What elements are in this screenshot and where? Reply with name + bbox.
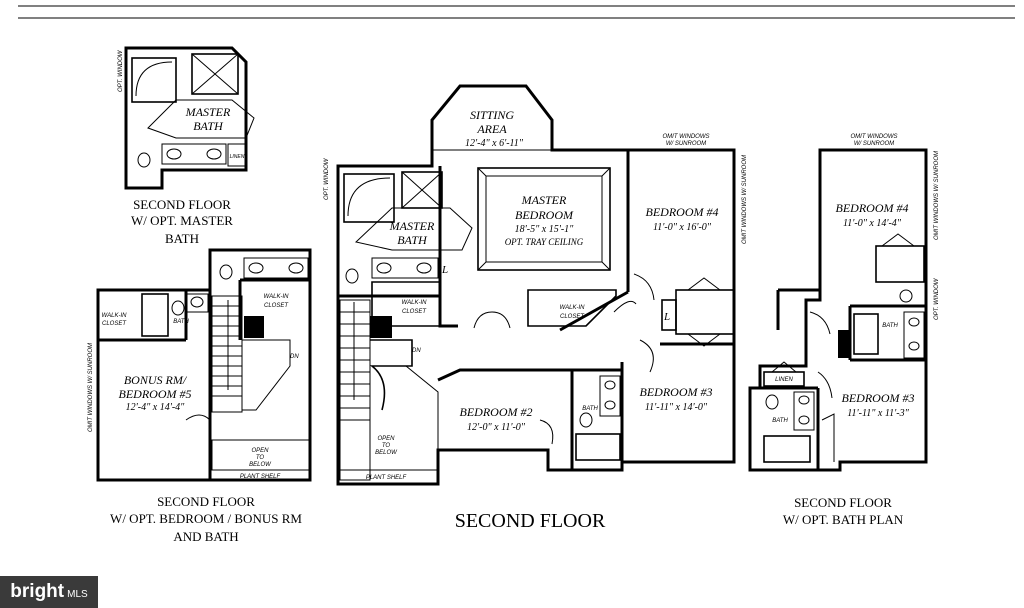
tray-ceiling-note: OPT. TRAY CEILING [505, 237, 584, 247]
walkin-closet-note: WALK-IN [102, 313, 128, 319]
bedroom-2-dims: 12'-0" x 11'-0" [467, 422, 526, 433]
walkin-closet-note: CLOSET [264, 303, 289, 309]
bonus-room-label: BEDROOM #5 [119, 387, 192, 401]
bath-note: BATH [173, 319, 189, 325]
sitting-area-label: SITTING [470, 108, 514, 122]
walkin-closet-note: CLOSET [560, 314, 585, 320]
stair-treads [340, 311, 370, 421]
linen-note: LINEN [775, 377, 793, 383]
watermark-brand: bright [10, 581, 65, 602]
walkin-closet-note: WALK-IN [560, 305, 586, 311]
open-below-note: OPEN [251, 448, 269, 454]
bonus-room-plan: WALK-IN CLOSET BATH WALK-IN CLOSET DN BO… [88, 248, 312, 482]
bonus-room-dims: 12'-4" x 14'-4" [126, 402, 186, 413]
sitting-area-dims: 12'-4" x 6'-11" [465, 138, 524, 149]
master-bedroom-label: BEDROOM [515, 208, 574, 222]
bath-note: BATH [772, 418, 788, 424]
open-below-note: OPEN [377, 436, 395, 442]
bedroom-3-label: BEDROOM #3 [842, 391, 915, 405]
bedroom-4-label: BEDROOM #4 [836, 201, 909, 215]
omit-windows-note: OMIT WINDOWS [663, 134, 710, 140]
open-below-note: TO [256, 455, 265, 461]
master-bedroom-dims: 18'-5" x 15'-1" [515, 224, 575, 235]
stair-treads [212, 305, 242, 397]
down-note: DN [412, 348, 421, 354]
down-note: DN [290, 354, 299, 360]
bedroom-3-label: BEDROOM #3 [640, 385, 713, 399]
bonus-room-label: BONUS RM/ [124, 373, 188, 387]
main-second-floor-plan: L L SITTING AREA 12'-4" x 6'-11" MASTER … [324, 84, 748, 486]
linen-l-marker: L [663, 311, 670, 323]
bedroom-2-label: BEDROOM #2 [460, 405, 533, 419]
plant-shelf-note: PLANT SHELF [240, 474, 281, 480]
watermark-suffix: MLS [67, 589, 88, 600]
open-below-note: BELOW [375, 450, 398, 456]
sitting-area-label: AREA [476, 122, 507, 136]
master-bedroom-label: MASTER [521, 193, 567, 207]
master-bath-label: MASTER [389, 219, 435, 233]
opt-bath-plan: LINEN BATH BATH BEDROOM #4 11'-0" x 14'-… [748, 134, 940, 472]
caption-bonus: AND BATH [173, 529, 238, 544]
open-below-note: BELOW [249, 462, 272, 468]
caption-bath-plan: SECOND FLOOR [794, 495, 892, 510]
omit-windows-note: OMIT WINDOWS W/ SUNROOM [934, 151, 940, 240]
plant-shelf-note: PLANT SHELF [366, 475, 407, 481]
omit-windows-note: W/ SUNROOM [666, 141, 706, 147]
walkin-closet-note: CLOSET [102, 321, 127, 327]
open-below-note: TO [382, 443, 391, 449]
master-bath-label: BATH [397, 233, 428, 247]
walkin-closet-note: WALK-IN [402, 300, 428, 306]
caption-master-bath: W/ OPT. MASTER [131, 213, 233, 228]
bedroom-4-dims: 11'-0" x 14'-4" [843, 218, 902, 229]
omit-windows-note: OMIT WINDOWS W/ SUNROOM [88, 343, 94, 432]
caption-bonus: W/ OPT. BEDROOM / BONUS RM [110, 511, 302, 526]
caption-main: SECOND FLOOR [455, 510, 606, 532]
bedroom-3-dims: 11'-11" x 11'-3" [847, 408, 909, 419]
bath-note: BATH [582, 406, 598, 412]
bath-note: BATH [882, 323, 898, 329]
omit-windows-note: OMIT WINDOWS W/ SUNROOM [742, 155, 748, 244]
bedroom-3-dims: 11'-11" x 14'-0" [645, 402, 708, 413]
omit-windows-note: W/ SUNROOM [854, 141, 894, 147]
omit-windows-note: OMIT WINDOWS [851, 134, 898, 140]
master-bath-label: MASTER [185, 105, 231, 119]
opt-master-bath-plan: OPT. WINDOW MASTER BATH LINEN [118, 46, 255, 190]
caption-bath-plan: W/ OPT. BATH PLAN [783, 512, 904, 527]
walkin-closet-note: CLOSET [402, 309, 427, 315]
caption-master-bath: BATH [165, 231, 199, 246]
master-bath-label: BATH [193, 119, 224, 133]
caption-bonus: SECOND FLOOR [157, 494, 255, 509]
opt-window-note: OPT. WINDOW [118, 49, 124, 92]
opt-window-note: OPT. WINDOW [934, 277, 940, 320]
opt-window-note: OPT. WINDOW [324, 157, 330, 200]
caption-master-bath: SECOND FLOOR [133, 197, 231, 212]
linen-note: LINEN [230, 154, 245, 160]
floor-plan-drawing: OPT. WINDOW MASTER BATH LINEN SECOND FLO… [18, 5, 1015, 544]
bedroom-4-dims: 11'-0" x 16'-0" [653, 222, 712, 233]
walkin-closet-note: WALK-IN [264, 294, 290, 300]
linen-l-marker: L [441, 264, 448, 276]
bedroom-4-label: BEDROOM #4 [646, 205, 719, 219]
